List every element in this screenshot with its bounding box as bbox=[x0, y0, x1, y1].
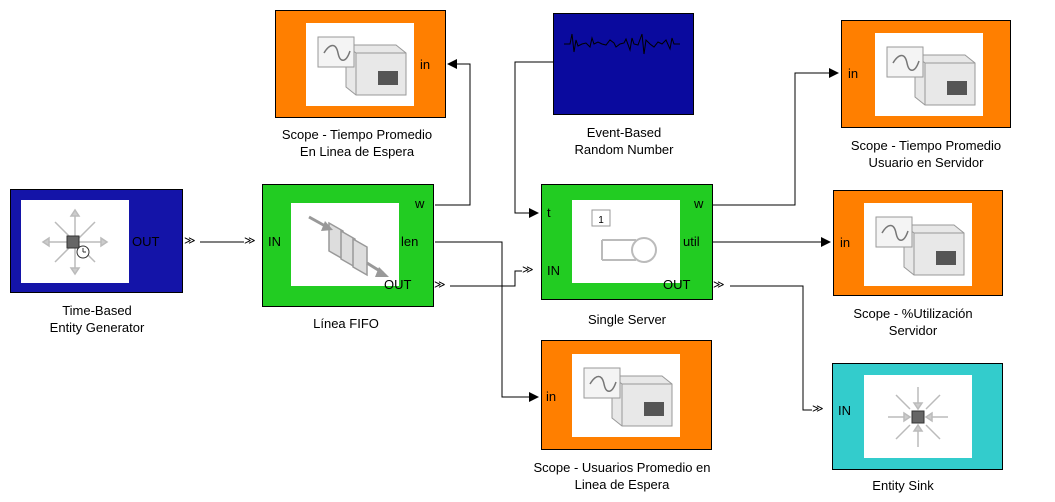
scope-wait-block[interactable]: in bbox=[275, 10, 446, 118]
scope-icon bbox=[886, 46, 976, 106]
entity-generator-icon bbox=[41, 208, 109, 276]
label-line: Entity Generator bbox=[49, 320, 145, 335]
label-line: Event-Based bbox=[586, 125, 662, 140]
label-line: Scope - %Utilización bbox=[853, 306, 973, 321]
entity-generator-block[interactable]: OUT bbox=[10, 189, 183, 293]
random-signal-icon bbox=[564, 33, 680, 55]
label-line: Servidor bbox=[888, 323, 938, 338]
port-in: in bbox=[848, 66, 859, 81]
port-out: OUT bbox=[132, 234, 160, 249]
wire-fifo-server bbox=[450, 270, 522, 287]
block-label: Single Server bbox=[588, 311, 666, 328]
entity-port-symbol: ≫ bbox=[713, 279, 724, 291]
label-line: Scope - Tiempo Promedio bbox=[850, 138, 1002, 153]
port-in: IN bbox=[547, 263, 560, 278]
label-line: Single Server bbox=[587, 312, 667, 327]
scope-icon bbox=[317, 36, 407, 96]
label-line: Scope - Tiempo Promedio bbox=[281, 127, 433, 142]
block-label: Scope - Tiempo Promedio En Linea de Espe… bbox=[282, 126, 432, 160]
wire-server-sink bbox=[730, 285, 812, 411]
wire-random-t bbox=[514, 61, 553, 218]
port-in: IN bbox=[268, 234, 281, 249]
scope-user-block[interactable]: in bbox=[841, 20, 1011, 128]
block-label: Entity Sink bbox=[872, 477, 933, 494]
label-line: Linea de Espera bbox=[574, 477, 670, 492]
block-label: Scope - %Utilización Servidor bbox=[853, 305, 972, 339]
block-label: Time-Based Entity Generator bbox=[50, 302, 145, 336]
fifo-queue-icon bbox=[308, 215, 389, 277]
port-in: in bbox=[420, 57, 431, 72]
port-util: util bbox=[683, 234, 700, 249]
port-w: w bbox=[694, 196, 704, 211]
port-in: IN bbox=[838, 403, 851, 418]
block-label: Event-Based Random Number bbox=[575, 124, 674, 158]
wire-server-w bbox=[713, 68, 839, 206]
port-t: t bbox=[547, 205, 551, 220]
entity-port-symbol: ≫ bbox=[244, 235, 255, 247]
port-in: in bbox=[546, 389, 557, 404]
scope-icon bbox=[875, 216, 965, 276]
server-icon: 1 bbox=[591, 209, 657, 263]
entity-port-symbol: ≫ bbox=[434, 279, 445, 291]
entity-sink-block[interactable]: IN bbox=[832, 363, 1003, 470]
label-line: Línea FIFO bbox=[313, 316, 379, 331]
wire-fifo-len bbox=[435, 241, 539, 402]
scope-util-block[interactable]: in bbox=[833, 190, 1003, 296]
entity-port-symbol: ≫ bbox=[184, 235, 195, 247]
block-label: Scope - Usuarios Promedio en Linea de Es… bbox=[533, 459, 710, 493]
entity-port-symbol: ≫ bbox=[522, 264, 533, 276]
label-line: Entity Sink bbox=[872, 478, 934, 493]
label-line: En Linea de Espera bbox=[299, 144, 415, 159]
entity-sink-icon bbox=[888, 387, 948, 447]
label-line: Time-Based bbox=[62, 303, 132, 318]
entity-port-symbol: ≫ bbox=[812, 403, 823, 415]
random-number-block[interactable] bbox=[553, 13, 694, 115]
scope-icon bbox=[583, 367, 673, 427]
port-in: in bbox=[840, 235, 851, 250]
port-out: OUT bbox=[384, 277, 412, 292]
port-out: OUT bbox=[663, 277, 691, 292]
block-label: Línea FIFO bbox=[313, 315, 379, 332]
single-server-block[interactable]: 1 t IN w util OUT bbox=[541, 184, 713, 300]
label-line: Random Number bbox=[574, 142, 674, 157]
label-line: Scope - Usuarios Promedio en bbox=[533, 460, 711, 475]
block-label: Scope - Tiempo Promedio Usuario en Servi… bbox=[851, 137, 1001, 171]
port-len: len bbox=[401, 234, 419, 249]
server-badge: 1 bbox=[598, 215, 604, 226]
fifo-queue-block[interactable]: IN w len OUT bbox=[262, 184, 434, 307]
scope-queue-block[interactable]: in bbox=[541, 340, 712, 450]
port-w: w bbox=[415, 196, 425, 211]
label-line: Usuario en Servidor bbox=[868, 155, 984, 170]
wire-fifo-w bbox=[435, 59, 471, 206]
